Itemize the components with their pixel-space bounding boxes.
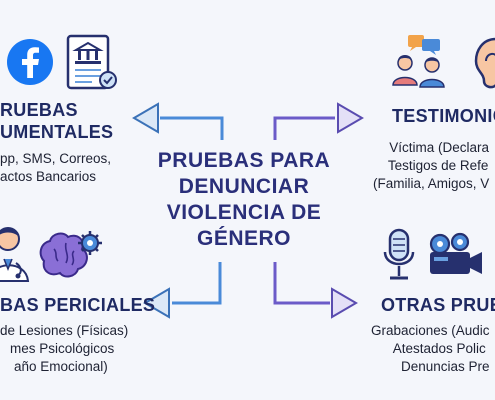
- heading-line: RUEBAS: [0, 100, 78, 120]
- body-line: año Emocional): [14, 359, 108, 374]
- bottom-left-heading: BAS PERICIALES: [0, 295, 156, 315]
- center-title: PRUEBAS PARA DENUNCIAR VIOLENCIA DE GÉNE…: [150, 148, 338, 252]
- center-title-line: PRUEBAS PARA: [157, 149, 331, 172]
- body-line: pp, SMS, Correos,: [0, 151, 112, 166]
- doctor-icon: [0, 227, 30, 282]
- center-title-line: DENUNCIAR: [178, 175, 310, 198]
- body-line: actos Bancarios: [0, 169, 97, 184]
- body-line: Grabaciones (Audic: [371, 323, 490, 338]
- people-talking-icon: [392, 35, 445, 88]
- body-line: Denuncias Pre: [401, 359, 490, 374]
- top-left-body: pp, SMS, Correos, actos Bancarios: [0, 150, 111, 186]
- bottom-right-body: Grabaciones (Audic Atestados Polic Denun…: [371, 322, 490, 376]
- body-line: Testigos de Refe: [387, 158, 489, 173]
- body-line: de Lesiones (Físicas): [0, 323, 129, 338]
- microphone-icon: [383, 228, 415, 280]
- brain-gear-icon: [39, 231, 102, 278]
- ear-icon: [474, 37, 495, 89]
- body-line: Atestados Polic: [392, 341, 486, 356]
- video-camera-icon: [429, 232, 482, 274]
- center-title-line: VIOLENCIA DE: [166, 201, 322, 224]
- body-line: (Familia, Amigos, V: [373, 176, 490, 191]
- facebook-icon: [7, 39, 53, 85]
- heading-line: UMENTALES: [0, 122, 114, 142]
- body-line: mes Psicológicos: [10, 341, 115, 356]
- body-line: Víctima (Declara: [389, 140, 490, 155]
- top-right-body: Víctima (Declara Testigos de Refe (Famil…: [373, 139, 489, 193]
- top-left-heading: RUEBAS UMENTALES: [0, 99, 113, 143]
- bottom-left-body: de Lesiones (Físicas) mes Psicológicos a…: [0, 322, 128, 376]
- bottom-right-heading: OTRAS PRUE: [381, 295, 495, 315]
- top-right-heading: TESTIMONIC: [392, 106, 495, 126]
- document-bank-icon: [66, 34, 117, 90]
- center-title-line: GÉNERO: [196, 227, 291, 250]
